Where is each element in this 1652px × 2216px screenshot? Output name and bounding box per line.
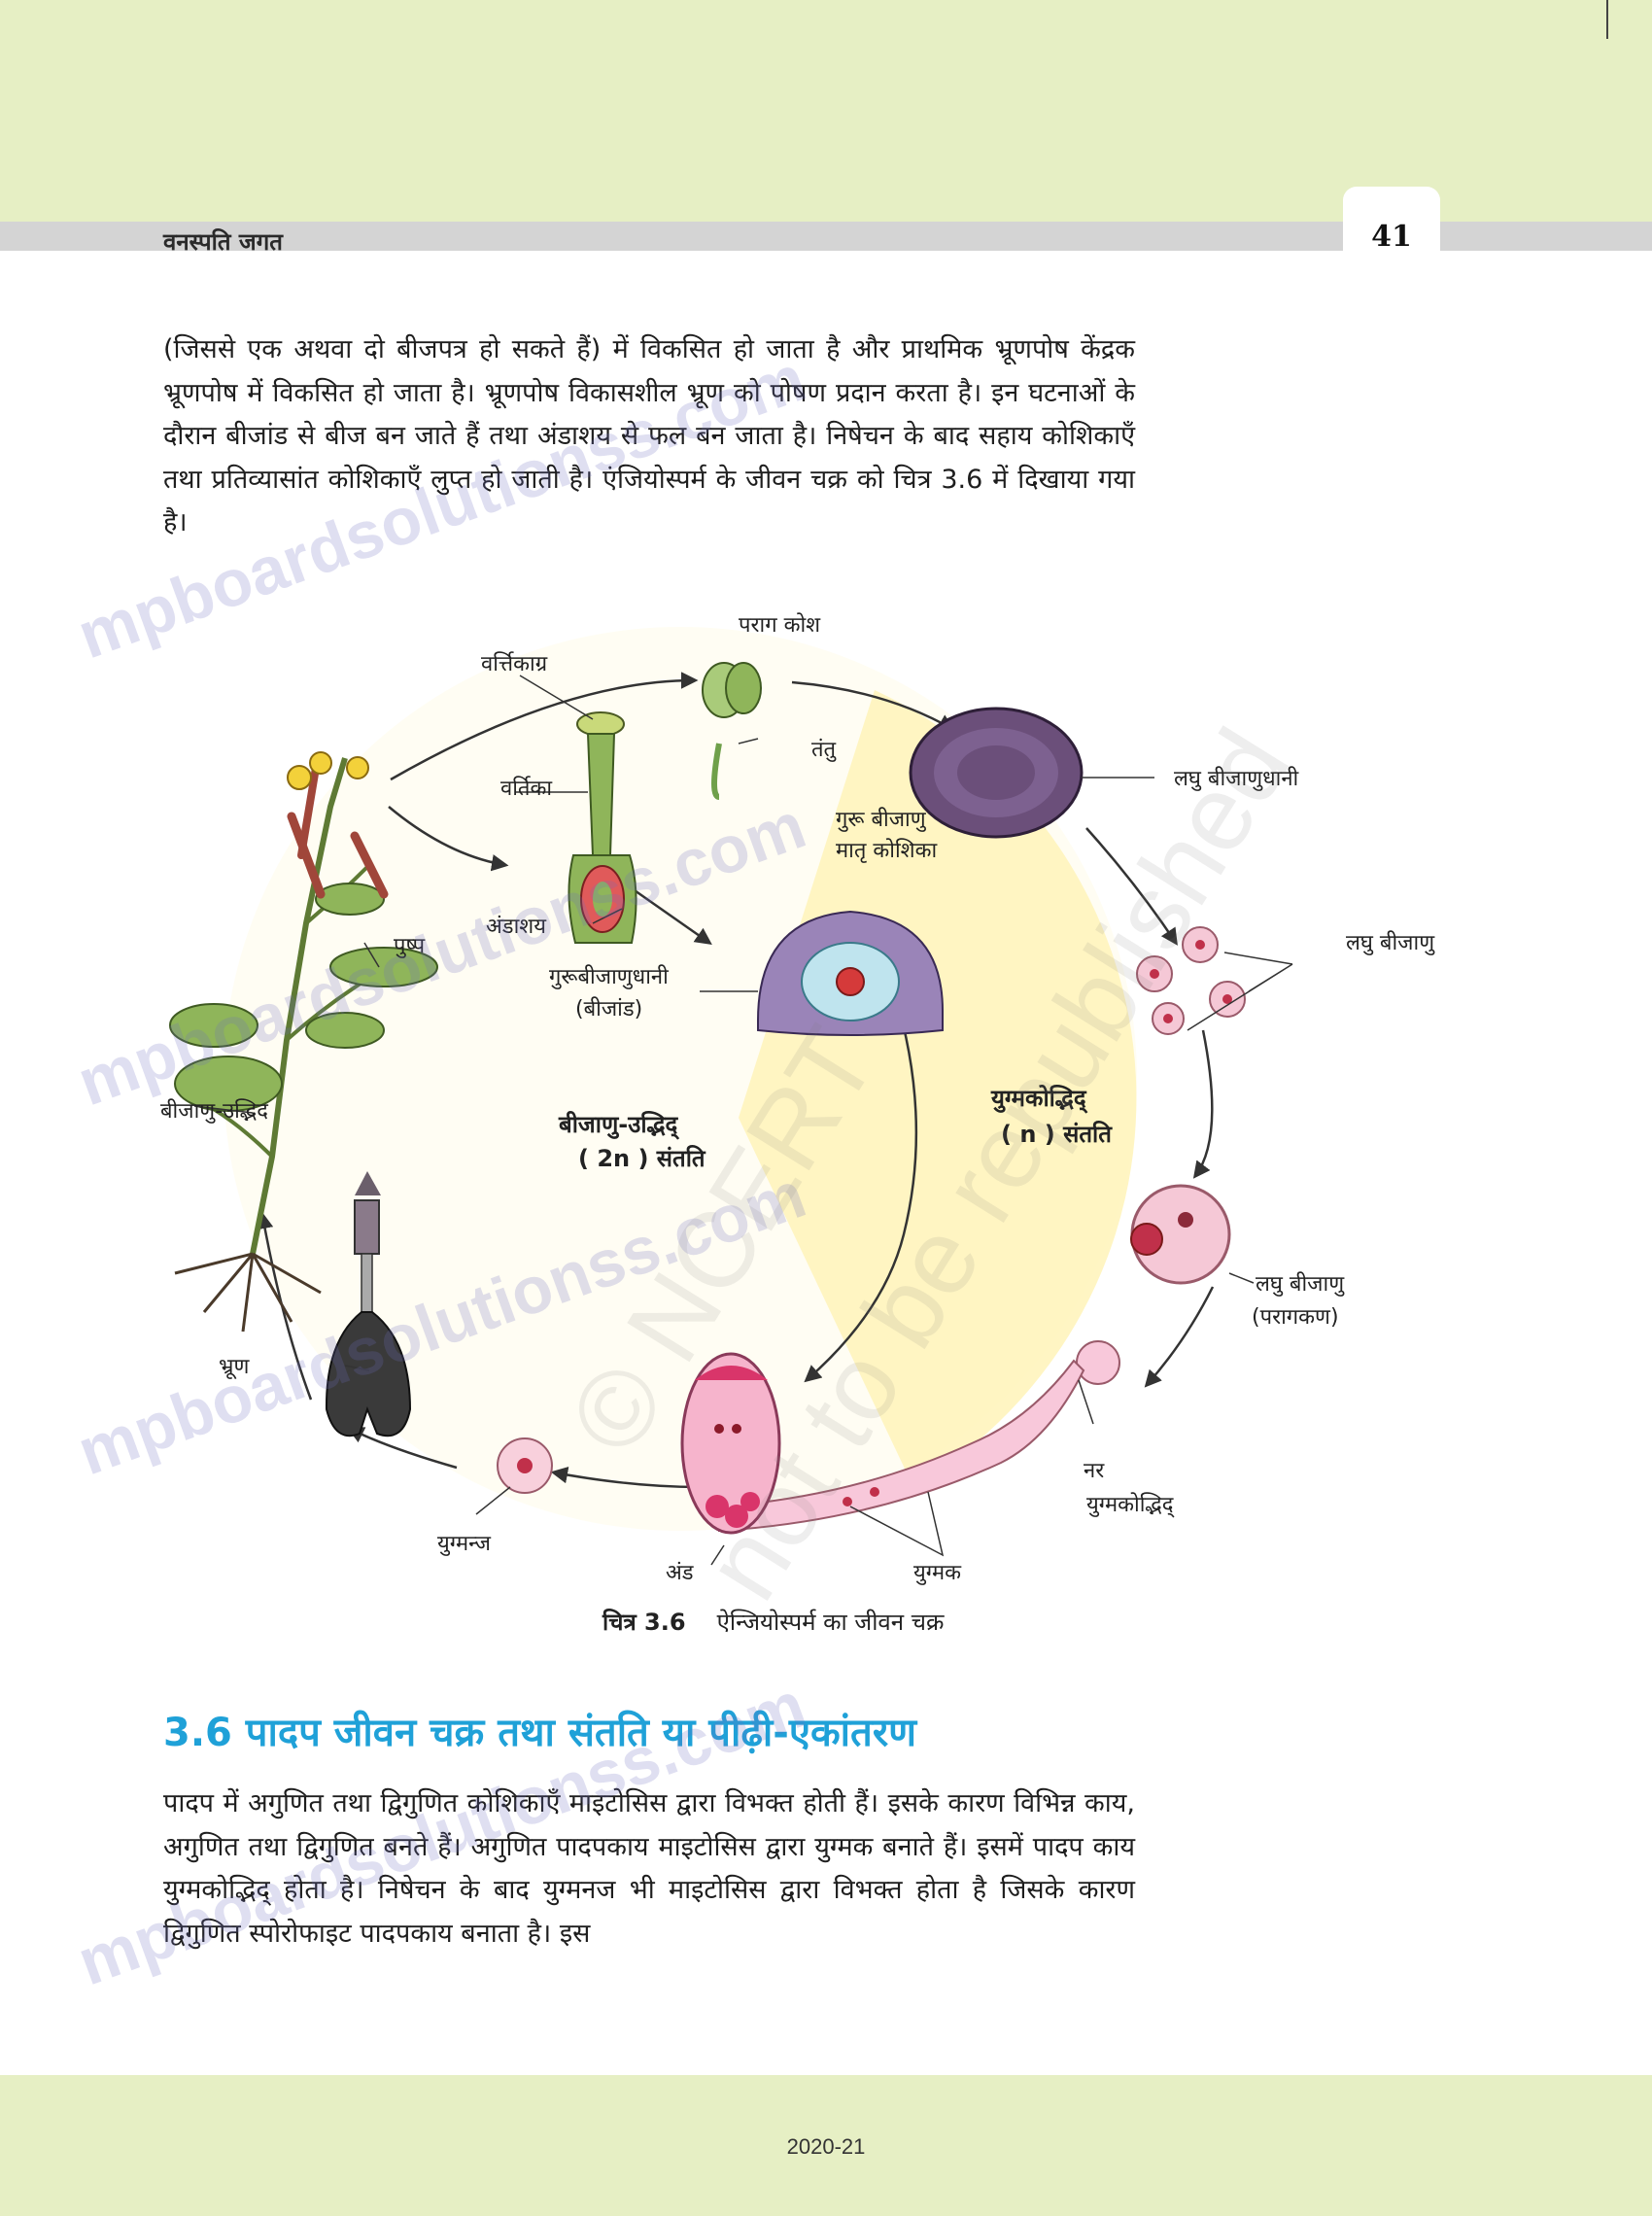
embryo-illustration [325,1171,412,1437]
label-megaspore-mother-cell-2: मातृ कोशिका [836,838,938,863]
label-male-gametophyte-2: युग्मकोद्भिद् [1086,1492,1175,1518]
label-megasporangium-1: गुरूबीजाणुधानी [549,964,669,989]
label-male-gametophyte-1: नर [1084,1459,1105,1483]
cycle-arrows [256,672,1215,1489]
leader-lines [193,675,1255,1566]
label-filament: तंतु [811,738,837,762]
page-number-tab [1343,187,1440,257]
crop-mark [1606,0,1608,39]
footer-year: 2020-21 [786,2134,866,2159]
paragraph-1: (जिससे एक अथवा दो बीजपत्र हो सकते हैं) म… [163,334,1135,537]
figure-caption: चित्र 3.6 ऐन्जियोस्पर्म का जीवन चक्र [602,1606,944,1638]
anther-illustration [702,662,762,800]
gametophyte-sector [739,690,1137,1487]
microspores-illustration [1136,926,1293,1035]
label-gametophyte-generation-1: युग्मकोद्भिद् [990,1085,1088,1114]
running-head: वनस्पति जगत [163,228,283,256]
label-anther: पराग कोश [739,612,821,638]
section-heading: 3.6 पादप जीवन चक्र तथा संतति या पीढ़ी-एक… [163,1711,917,1755]
label-pollen-1: लघु बीजाणु [1256,1271,1345,1297]
paragraph-2: पादप में अगुणित तथा द्विगुणित कोशिकाएँ म… [163,1788,1135,1949]
label-ovary: अंडाशय [486,915,547,939]
label-pollen-2: (परागकण) [1252,1305,1339,1330]
label-flower: पुष्प [394,934,426,958]
label-sporophyte: बीजाणु-उद्भिद [160,1098,268,1124]
label-embryo: भ्रूण [219,1355,250,1380]
page-number: 41 [1371,220,1412,254]
life-cycle-diagram: पराग कोश वर्त्तिकाग्र तंतु लघु बीजाणुधान… [160,612,1435,1585]
figure-caption-number: चित्र 3.6 [602,1609,686,1636]
zygote-illustration [497,1437,553,1494]
figure-caption-text: ऐन्जियोस्पर्म का जीवन चक्र [716,1609,945,1636]
sporophyte-plant-illustration [169,751,438,1333]
label-gametes: युग्मक [913,1561,962,1585]
label-microsporangium: लघु बीजाणुधानी [1174,766,1299,791]
pistil-illustration [568,711,637,944]
label-stigma: वर्त्तिकाग्र [481,651,548,676]
microsporangium-illustration [909,707,1154,839]
label-zygote: युग्मन्ज [437,1532,492,1556]
bottom-color-band [0,2075,1652,2216]
megasporangium-illustration [700,910,944,1036]
pollen-grain-illustration [1130,1184,1231,1285]
label-megaspore-mother-cell-1: गुरू बीजाणु [836,807,927,832]
label-megasporangium-2: (बीजांड) [575,996,642,1021]
label-egg: अंड [666,1561,694,1585]
label-sporophyte-generation-2: ( 2n ) संतति [578,1145,706,1172]
label-style: वर्तिका [500,776,552,801]
label-sporophyte-generation-1: बीजाणु-उद्भिद् [558,1111,679,1140]
label-microspores: लघु बीजाणु [1346,930,1435,955]
ovule-illustration [680,1352,781,1535]
label-gametophyte-generation-2: ( n ) संतति [1001,1121,1113,1148]
